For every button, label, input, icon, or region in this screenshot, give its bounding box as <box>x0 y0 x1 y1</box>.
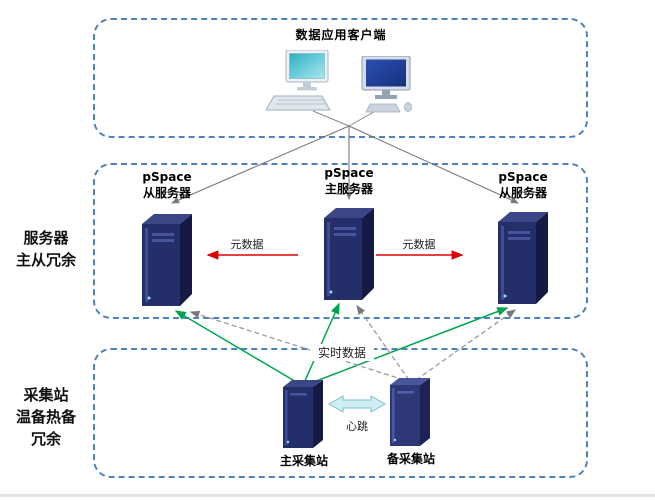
server-label-line2: 主服务器 <box>324 181 373 196</box>
server-tower-slave-left-icon <box>142 214 192 306</box>
server-label-line1: pSpace <box>498 170 548 184</box>
side-label-line: 服务器 <box>23 229 69 247</box>
metadata-label-right: 元数据 <box>402 238 436 251</box>
client-zone-title: 数据应用客户端 <box>295 28 387 42</box>
monitor-screen <box>289 53 325 79</box>
desktop-computer-icon <box>266 50 331 111</box>
side-label-line: 采集站 <box>23 386 69 404</box>
server-label-line1: pSpace <box>324 166 374 180</box>
side-label-line: 温备热备 <box>15 407 76 426</box>
realtime-data-label: 实时数据 <box>310 344 374 361</box>
keyboard-icon <box>266 95 331 111</box>
server-label-left: pSpace 从服务器 <box>127 170 207 201</box>
metadata-label-left: 元数据 <box>230 238 264 251</box>
side-label-line: 冗余 <box>30 429 61 448</box>
heartbeat-label: 心跳 <box>346 420 368 433</box>
server-tower-slave-right-icon <box>498 212 548 304</box>
workstation-monitor-icon <box>361 56 412 113</box>
bottom-edge-line <box>0 494 655 497</box>
server-tower-master-icon <box>324 208 374 300</box>
server-label-line1: pSpace <box>142 170 192 184</box>
mouse-icon <box>404 102 412 112</box>
keyboard-icon <box>365 103 401 113</box>
main-station-tower-icon <box>283 380 323 448</box>
backup-station-label: 备采集站 <box>386 452 435 466</box>
server-label-center: pSpace 主服务器 <box>309 166 389 197</box>
server-label-line2: 从服务器 <box>498 185 547 200</box>
server-label-right: pSpace 从服务器 <box>483 170 563 201</box>
side-label-collectors: 采集站 温备热备 冗余 <box>2 385 90 450</box>
side-label-servers: 服务器 主从冗余 <box>2 228 90 272</box>
backup-station-tower-icon <box>390 378 430 446</box>
server-label-line2: 从服务器 <box>142 185 191 200</box>
monitor-screen <box>366 59 406 87</box>
main-station-label: 主采集站 <box>279 454 328 468</box>
side-label-line: 主从冗余 <box>15 250 76 269</box>
